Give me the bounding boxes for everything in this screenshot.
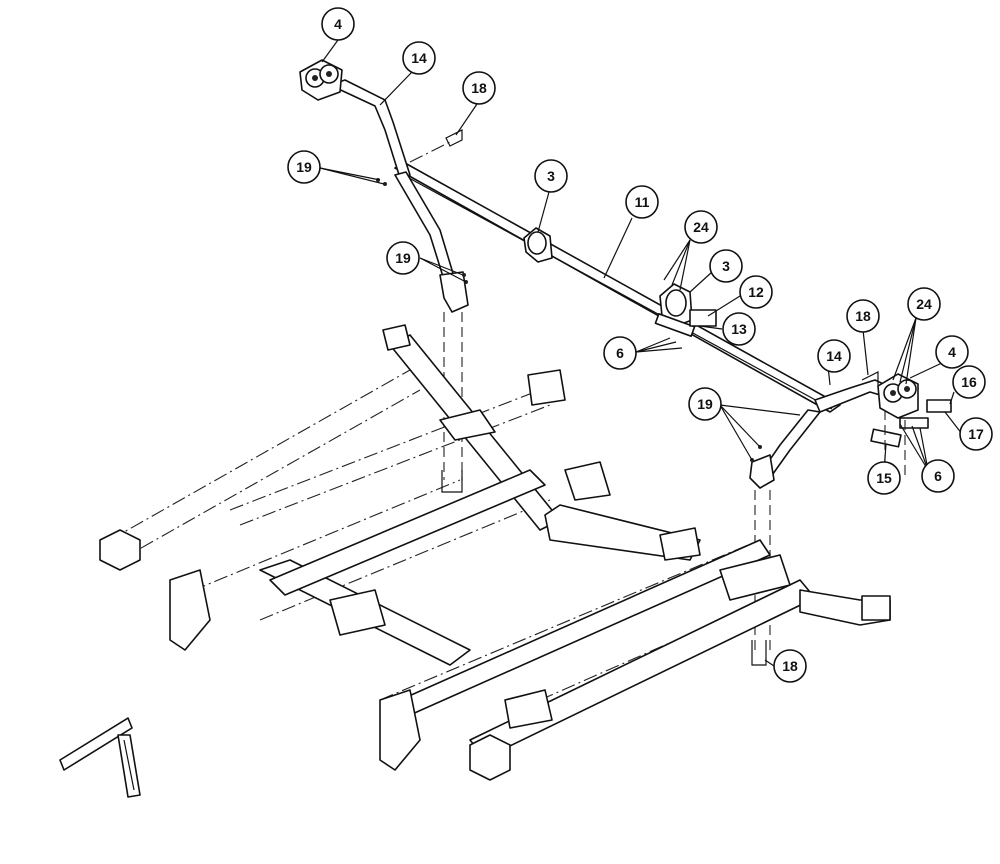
leader-lines bbox=[319, 39, 963, 667]
rear-bracket bbox=[504, 689, 553, 729]
plate-6-right bbox=[899, 417, 929, 429]
rear-stand bbox=[379, 689, 421, 771]
callout-label: 14 bbox=[826, 348, 842, 364]
callout-label: 19 bbox=[697, 396, 713, 412]
callout-label: 6 bbox=[616, 345, 624, 361]
callout-12: 12 bbox=[739, 275, 773, 309]
hitch-bracket-top-left bbox=[382, 324, 411, 351]
callout-label: 14 bbox=[411, 50, 427, 66]
callout-4-top-left: 4 bbox=[321, 7, 355, 41]
left-front-tube bbox=[99, 529, 141, 571]
callout-14-right: 14 bbox=[817, 339, 851, 373]
callout-19-mid: 19 bbox=[386, 241, 420, 275]
ubolt-18-top bbox=[445, 129, 463, 147]
right-plate bbox=[719, 554, 791, 601]
callout-18-top: 18 bbox=[462, 71, 496, 105]
callout-label: 3 bbox=[547, 168, 555, 184]
arm-14-left bbox=[329, 79, 411, 179]
hitch-box-right bbox=[861, 595, 891, 621]
callout-6-mid: 6 bbox=[603, 336, 637, 370]
callout-17: 17 bbox=[959, 417, 993, 451]
rear-box-tube bbox=[469, 734, 511, 781]
callout-label: 17 bbox=[968, 426, 984, 442]
callout-18-bottom: 18 bbox=[773, 649, 807, 683]
callout-label: 12 bbox=[748, 284, 764, 300]
left-stand bbox=[169, 569, 211, 651]
callout-11: 11 bbox=[625, 185, 659, 219]
callout-3-right: 3 bbox=[709, 249, 743, 283]
hitch-4-left bbox=[299, 59, 343, 101]
callout-19-left: 19 bbox=[287, 150, 321, 184]
right-bracket bbox=[749, 454, 775, 489]
callout-label: 3 bbox=[722, 258, 730, 274]
center-bracket bbox=[564, 461, 611, 501]
hitch-bracket-top-right bbox=[527, 369, 566, 406]
hitch-4-right bbox=[877, 373, 919, 419]
mount-3-center bbox=[523, 227, 553, 263]
center-plate-top bbox=[439, 409, 496, 441]
callout-label: 4 bbox=[334, 16, 342, 32]
ubolt-18-bottom bbox=[751, 640, 767, 666]
callout-19-right: 19 bbox=[688, 387, 722, 421]
lower-frame bbox=[99, 324, 891, 781]
mid-rail-center bbox=[269, 469, 546, 596]
mount-3-right bbox=[654, 283, 717, 337]
callout-label: 6 bbox=[934, 468, 942, 484]
callout-16: 16 bbox=[952, 365, 986, 399]
callout-label: 11 bbox=[635, 194, 650, 210]
mid-bracket-left bbox=[329, 589, 386, 636]
callout-4-right: 4 bbox=[935, 335, 969, 369]
callout-18-right: 18 bbox=[846, 299, 880, 333]
callout-label: 18 bbox=[855, 308, 871, 324]
callout-24-right: 24 bbox=[907, 287, 941, 321]
ubolt-center bbox=[441, 470, 463, 493]
callout-label: 18 bbox=[471, 80, 487, 96]
center-plate-bottom bbox=[659, 527, 701, 561]
callout-label: 16 bbox=[961, 374, 977, 390]
callout-6-right: 6 bbox=[921, 459, 955, 493]
callout-14-top: 14 bbox=[402, 41, 436, 75]
plate-16 bbox=[926, 399, 952, 413]
callout-label: 13 bbox=[731, 321, 747, 337]
callout-15: 15 bbox=[867, 461, 901, 495]
callout-24-mid: 24 bbox=[684, 210, 718, 244]
callout-label: 19 bbox=[395, 250, 411, 266]
ubolt-18-right bbox=[861, 371, 879, 386]
callout-label: 18 bbox=[782, 658, 798, 674]
jack-detail bbox=[59, 717, 141, 798]
callout-3-center: 3 bbox=[534, 159, 568, 193]
main-bar-assembly bbox=[299, 59, 952, 650]
callout-label: 15 bbox=[876, 470, 892, 486]
callout-label: 19 bbox=[296, 159, 312, 175]
callout-label: 24 bbox=[916, 296, 932, 312]
callout-13: 13 bbox=[722, 312, 756, 346]
left-bracket bbox=[439, 271, 469, 313]
callout-label: 4 bbox=[948, 344, 956, 360]
callout-label: 24 bbox=[693, 219, 709, 235]
